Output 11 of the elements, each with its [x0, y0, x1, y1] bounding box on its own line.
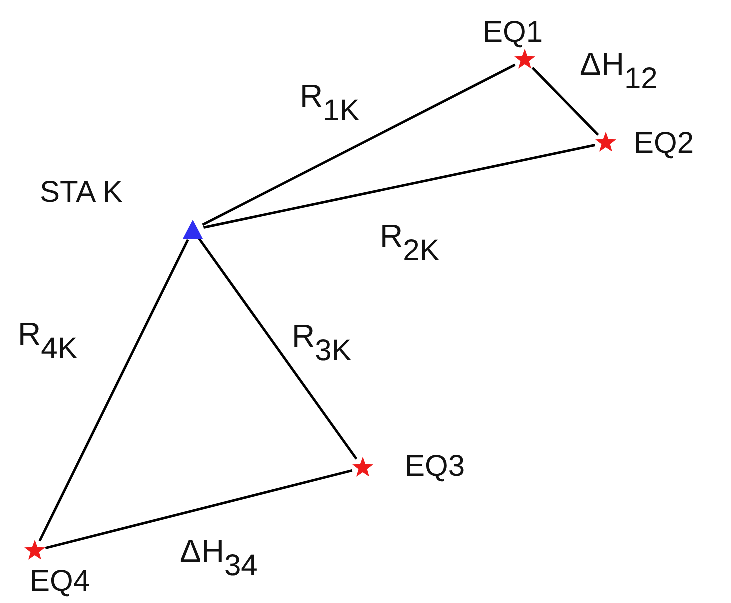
node-label: EQ1	[483, 18, 544, 48]
connector-line	[204, 144, 596, 229]
connector-line	[45, 469, 353, 550]
node-label: EQ4	[30, 567, 90, 597]
node-label: STA K	[40, 178, 123, 208]
node-label: EQ2	[634, 129, 694, 159]
connector-line	[532, 67, 600, 136]
connector-line	[38, 239, 190, 542]
connector-line	[202, 64, 516, 226]
node-label: EQ3	[405, 452, 466, 482]
connector-line	[198, 238, 358, 460]
